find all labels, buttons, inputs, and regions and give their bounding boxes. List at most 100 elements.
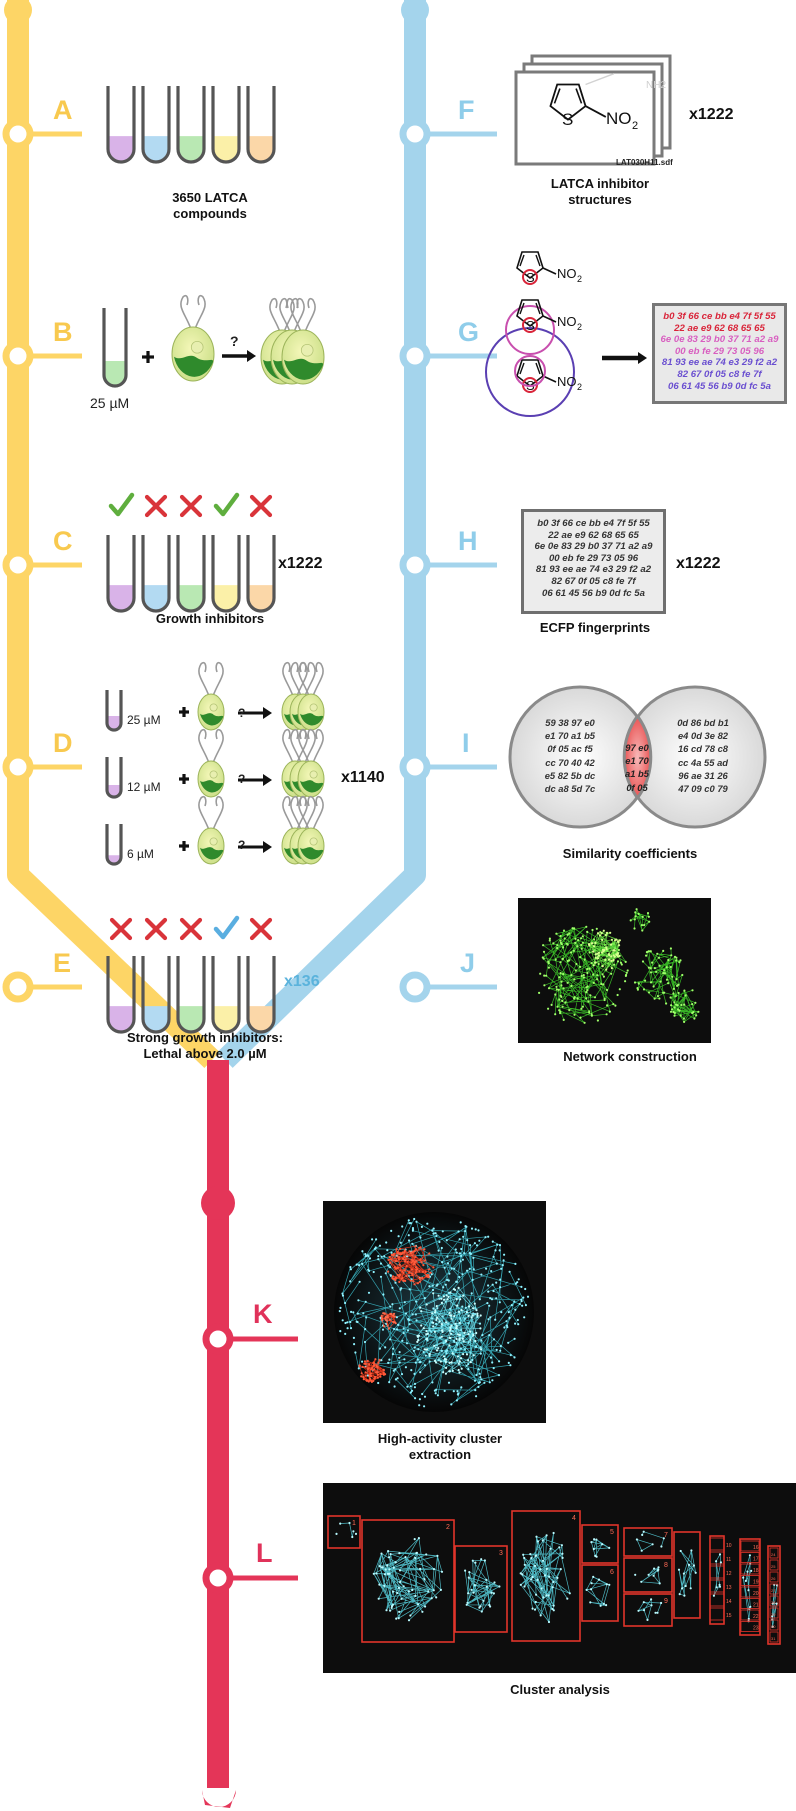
cluster-box-6 xyxy=(581,1564,619,1622)
venn-right-line: e4 0d 3e 82 xyxy=(677,730,729,742)
cluster-number-1: 1 xyxy=(352,1520,356,1527)
step-e-caption: Strong growth inhibitors: Lethal above 2… xyxy=(95,1030,315,1062)
step-c-tube-4-outline xyxy=(211,535,241,613)
station-i-node xyxy=(399,751,431,783)
step-b-result-cell-1-flagellum-left xyxy=(269,297,281,333)
step-i-caption: Similarity coefficients xyxy=(562,846,698,861)
mini-cluster-a-2 xyxy=(709,1565,725,1579)
step-d-row1-result-cell-2-flagellum-right xyxy=(304,661,316,697)
cluster-box-12 xyxy=(739,1538,761,1636)
mini-cluster-a-4 xyxy=(709,1593,725,1607)
venn-left-line: dc a8 5d 7c xyxy=(544,783,596,795)
step-f-bond xyxy=(585,105,607,118)
step-f-caption: LATCA inhibitor structures xyxy=(520,176,680,208)
step-g-molecule-3-double-1 xyxy=(519,362,525,375)
step-d-tube-25-liquid xyxy=(107,716,121,730)
step-e-letter: E xyxy=(53,948,72,978)
step-d-row3-result-cell-2-flagellum-right xyxy=(304,795,316,831)
step-e-mark-1 xyxy=(109,917,133,941)
step-g-molecule-3-ring xyxy=(516,359,544,388)
step-c-multiplier: x1222 xyxy=(278,555,323,572)
step-d-row3-result-cell-3-nucleus xyxy=(309,837,318,846)
step-c-tube-2-outline xyxy=(141,535,171,613)
cluster-number-17: 17 xyxy=(753,1557,759,1563)
step-d-row2-result-cell-3-flagellum-left xyxy=(298,728,310,764)
step-a-letter: A xyxy=(53,95,73,125)
step-g-fingerprint-line: 22 ae e9 62 68 65 65 xyxy=(674,322,765,334)
step-e-tube-5-liquid xyxy=(248,1006,274,1032)
mini-cluster-c-6 xyxy=(769,1619,779,1631)
step-a-tube-3-outline xyxy=(176,86,206,164)
step-h-caption: ECFP fingerprints xyxy=(539,620,651,635)
step-c-tube-5-liquid xyxy=(248,585,274,611)
step-e-tube-1-liquid xyxy=(108,1006,134,1032)
venn-left-arc xyxy=(636,715,653,799)
step-g-molecule-1-ring xyxy=(516,251,544,280)
step-d-row1-result-cell-1-flagellum-left xyxy=(282,661,294,697)
venn-left-line: cc 70 40 42 xyxy=(545,756,595,768)
mini-cluster-b-0 xyxy=(740,1540,760,1552)
step-g-molecule-2-double-1 xyxy=(519,302,525,315)
step-d-letter: D xyxy=(53,728,73,758)
step-d-row1-cell-chloroplast xyxy=(200,713,224,726)
step-g-arrow xyxy=(602,352,647,364)
step-d-conc-25: 25 µM xyxy=(127,713,161,727)
junction-node xyxy=(201,1186,235,1220)
red-line-end xyxy=(202,1790,236,1808)
step-g-molecule-2-formula-label: NO xyxy=(557,314,577,329)
step-c-tube-4 xyxy=(211,535,241,613)
mini-cluster-b-3 xyxy=(740,1575,760,1586)
step-f-ghost-atom: NH2 xyxy=(646,80,667,91)
step-g-molecule-2-double-2 xyxy=(535,302,541,315)
venn-middle-line: e1 70 xyxy=(625,755,649,767)
cluster-number-29: 29 xyxy=(771,1612,776,1617)
step-g-molecule-2-formula-sub: 2 xyxy=(577,322,582,332)
mini-cluster-c-7 xyxy=(769,1631,779,1643)
step-d-row2-cell-flagellum-left xyxy=(198,728,210,764)
step-i-venn xyxy=(508,685,767,829)
step-d-row3-arrow-head xyxy=(263,841,272,853)
cluster-number-30: 30 xyxy=(771,1624,776,1629)
step-a-tube-1-outline xyxy=(106,86,136,164)
step-g-molecule-1-atom-label: S xyxy=(526,270,535,285)
step-e-tube-5-outline xyxy=(246,956,276,1034)
cluster-box-9 xyxy=(623,1593,673,1627)
step-h-multiplier: x1222 xyxy=(676,555,721,572)
mini-cluster-c-5 xyxy=(769,1607,779,1619)
step-e-tube-1 xyxy=(106,956,136,1034)
step-d-row2-result-cell-3-chloroplast xyxy=(300,780,324,793)
step-j-branch-nodes xyxy=(633,947,684,1005)
step-a-caption-line2: compounds xyxy=(173,206,247,221)
venn-left-line: e5 82 5b dc xyxy=(544,769,596,781)
step-b-arrow xyxy=(222,350,256,362)
step-c-tube-3-outline xyxy=(176,535,206,613)
cluster-box-7 xyxy=(623,1527,673,1557)
step-f-caption-line2: structures xyxy=(568,192,632,207)
cluster-number-8: 8 xyxy=(664,1562,668,1569)
step-d-row1-result-cell-3-flagellum-right xyxy=(312,661,324,697)
cluster-number-3: 3 xyxy=(499,1550,503,1557)
step-e-mark-5 xyxy=(249,917,273,941)
mini-cluster-a-0 xyxy=(709,1537,725,1551)
cluster-10-edges xyxy=(678,1550,697,1596)
cluster-number-22: 22 xyxy=(753,1614,759,1620)
step-g-molecule-3-bond xyxy=(542,375,557,383)
step-d-row1-result-cell-3-chloroplast xyxy=(300,713,324,726)
mini-cluster-b-7 xyxy=(740,1621,760,1632)
step-e-tube-2-liquid xyxy=(143,1006,169,1032)
step-f-double-1 xyxy=(553,88,561,104)
step-b-result-cell-3-nucleus xyxy=(300,343,314,357)
step-a-tube-2-outline xyxy=(141,86,171,164)
step-a-tube-4-liquid xyxy=(213,136,239,162)
venn-right-line: 96 ae 31 26 xyxy=(678,769,728,781)
step-j-network-panel xyxy=(518,898,711,1043)
step-c-tube-5-outline xyxy=(246,535,276,613)
mini-cluster-c-4 xyxy=(769,1595,779,1607)
step-c-mark-3 xyxy=(179,494,203,518)
step-d-tube-12-liquid xyxy=(107,785,121,797)
step-c-mark-5 xyxy=(249,494,273,518)
